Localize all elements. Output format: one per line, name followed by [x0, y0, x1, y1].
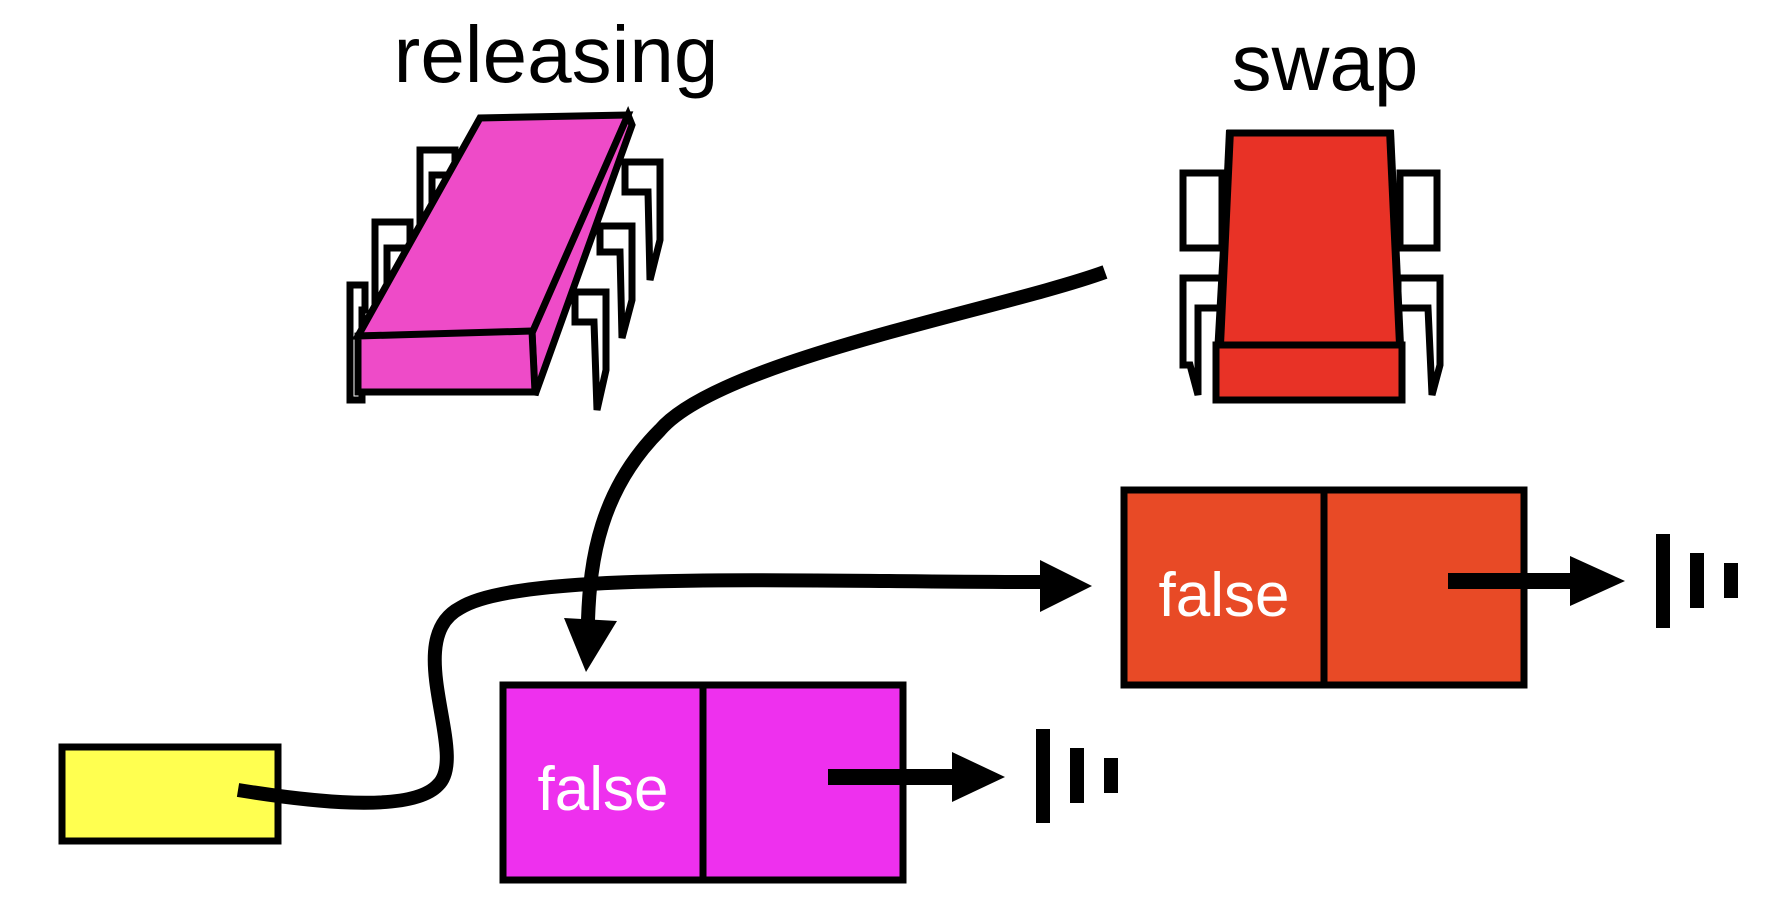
pointer-swap-to-magenta: [581, 265, 1108, 621]
arrowhead-magenta-next: [952, 752, 1005, 802]
arrowhead-red-next: [1570, 556, 1625, 606]
null-ground-icon: [1036, 729, 1118, 823]
releasing-chair-icon: [346, 105, 664, 411]
releasing-label: releasing: [394, 10, 719, 99]
swap-label: swap: [1232, 18, 1419, 107]
swap-chair-icon: [1179, 129, 1444, 404]
arrowhead-yellow-to-red: [1040, 560, 1092, 612]
arrowhead-swap-to-magenta: [564, 618, 617, 672]
red-node-value: false: [1159, 561, 1290, 630]
pointer-yellow-to-red: [236, 573, 1041, 810]
null-ground-icon: [1656, 534, 1738, 628]
magenta-node-value: false: [538, 755, 669, 824]
